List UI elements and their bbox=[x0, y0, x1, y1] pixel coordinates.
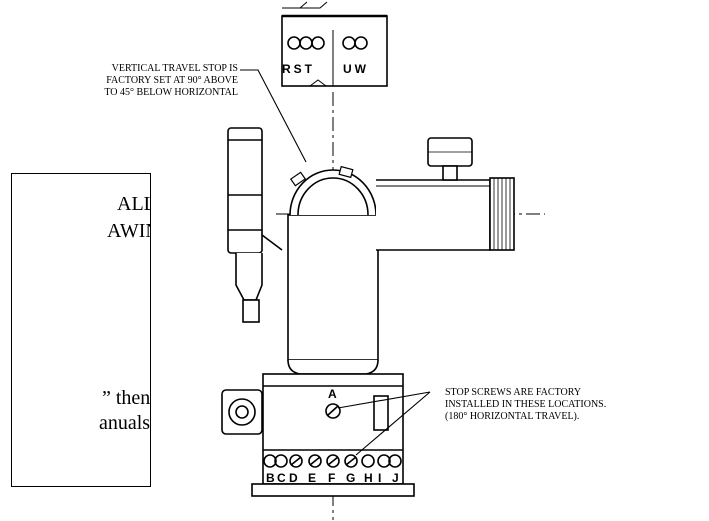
main-column bbox=[287, 214, 379, 361]
screw-letter-i: I bbox=[378, 471, 381, 485]
overlay-line-3: ” then bbox=[102, 387, 151, 409]
screw-letter-j: J bbox=[392, 471, 399, 485]
stop-screws-note-line-2: INSTALLED IN THESE LOCATIONS. bbox=[445, 399, 607, 410]
screw-letter-f: F bbox=[328, 471, 335, 485]
base-plate bbox=[251, 483, 415, 497]
overlay-line-1: ALL bbox=[117, 193, 150, 215]
vertical-stop-leader bbox=[240, 69, 307, 163]
elbow-housing bbox=[289, 169, 377, 216]
stop-screws-note: STOP SCREWS ARE FACTORY INSTALLED IN THE… bbox=[445, 387, 685, 423]
screw-letter-e: E bbox=[308, 471, 316, 485]
vertical-stop-note-line-3: TO 45° BELOW HORIZONTAL bbox=[104, 87, 238, 98]
stop-screw-a bbox=[325, 403, 341, 419]
stop-screw-row bbox=[263, 454, 402, 468]
vertical-stop-note: VERTICAL TRAVEL STOP IS FACTORY SET AT 9… bbox=[78, 63, 238, 99]
left-motor bbox=[227, 127, 263, 254]
stop-screws-leader-1 bbox=[337, 391, 431, 409]
stop-screws-leader-2 bbox=[355, 391, 431, 456]
stop-screws-note-line-3: (180° HORIZONTAL TRAVEL). bbox=[445, 411, 580, 422]
vertical-stop-note-line-1: VERTICAL TRAVEL STOP IS bbox=[111, 63, 238, 74]
rst-terminal-screws bbox=[287, 36, 325, 50]
screw-letter-h: H bbox=[364, 471, 373, 485]
overlay-line-2: AWING bbox=[107, 220, 150, 242]
rst-label: RST bbox=[282, 62, 315, 76]
screw-letter-b: B bbox=[266, 471, 275, 485]
screw-a-label: A bbox=[328, 387, 337, 401]
base-side-motor bbox=[221, 389, 263, 435]
screw-letter-d: D bbox=[289, 471, 298, 485]
screw-letter-c: C bbox=[277, 471, 286, 485]
stop-screws-note-line-1: STOP SCREWS ARE FACTORY bbox=[445, 387, 582, 398]
horizontal-arm bbox=[376, 179, 491, 251]
top-terminal-housing bbox=[281, 15, 388, 87]
screw-letter-g: G bbox=[346, 471, 355, 485]
vertical-stop-note-line-2: FACTORY SET AT 90° ABOVE bbox=[106, 75, 238, 86]
uw-label: UW bbox=[343, 62, 369, 76]
overlay-line-4: anuals” bbox=[99, 412, 151, 434]
overlay-text-box: ALL AWING ” then anuals” bbox=[11, 173, 151, 487]
uw-terminal-screws bbox=[342, 36, 368, 50]
